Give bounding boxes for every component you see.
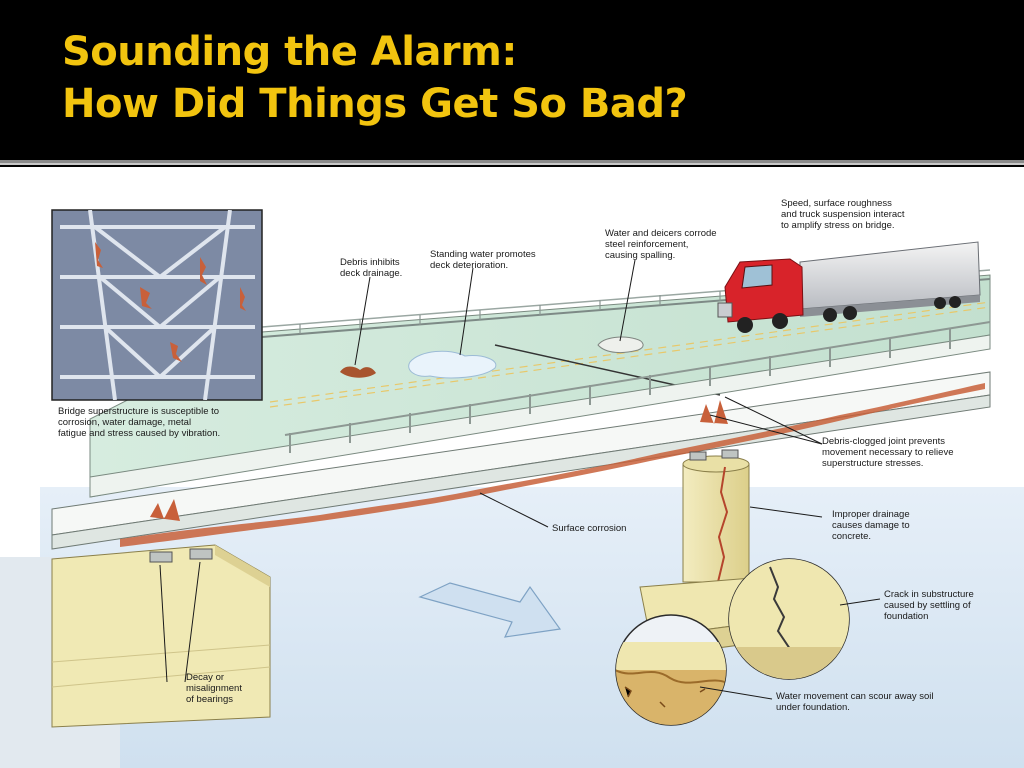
bearing-left: [149, 551, 173, 563]
slide-title: Sounding the Alarm: How Did Things Get S…: [62, 26, 962, 130]
label-deicers: Water and deicers corrode steel reinforc…: [605, 228, 717, 261]
bridge-diagram: Bridge superstructure is susceptible to …: [0, 167, 1024, 768]
title-divider-highlight: [0, 163, 1024, 165]
title-line-1: Sounding the Alarm:: [62, 29, 517, 75]
pier-crack: [717, 466, 729, 583]
label-bearings: Decay or misalignment of bearings: [186, 672, 242, 705]
label-crack: Crack in substructure caused by settling…: [884, 589, 974, 622]
lane-line: [269, 301, 991, 403]
label-standing-water: Standing water promotes deck deteriorati…: [430, 249, 536, 271]
standing-water-puddle: [408, 350, 497, 379]
truck: [717, 241, 981, 333]
spalling-damage: [597, 336, 644, 354]
superstructure-inset: [51, 209, 263, 401]
back-railing-posts: [299, 291, 721, 334]
bridge-illustration: [0, 209, 1024, 768]
label-superstructure: Bridge superstructure is susceptible to …: [58, 406, 221, 439]
surface-corrosion: [120, 383, 985, 547]
title-line-2: How Did Things Get So Bad?: [62, 81, 688, 127]
label-drainage: Improper drainage causes damage to concr…: [832, 509, 910, 542]
callout-leaders: [159, 259, 881, 700]
label-scour: Water movement can scour away soil under…: [776, 691, 934, 713]
label-debris: Debris inhibits deck drainage.: [340, 257, 403, 279]
label-joint: Debris-clogged joint prevents movement n…: [822, 436, 954, 469]
title-divider: [0, 160, 1024, 163]
front-railing-posts: [289, 329, 951, 453]
label-speed: Speed, surface roughness and truck suspe…: [781, 198, 905, 231]
bearing-right: [189, 548, 213, 560]
front-railing: [89, 334, 991, 498]
debris-pile: [340, 366, 376, 378]
label-surface-corrosion: Surface corrosion: [552, 523, 627, 534]
crack-detail-circle: [728, 558, 850, 680]
pier-column: [682, 463, 750, 583]
water-flow-arrow: [418, 582, 562, 638]
